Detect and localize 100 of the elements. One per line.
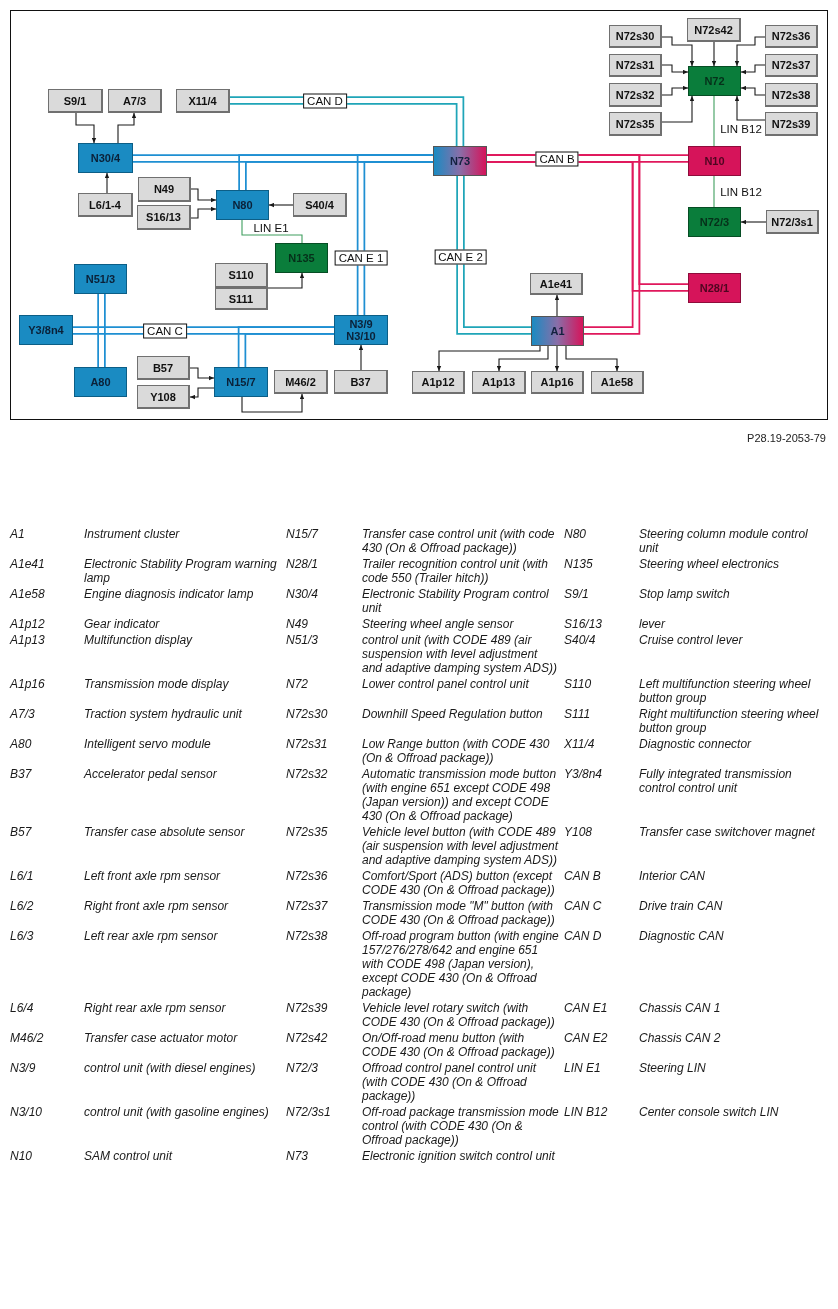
designation: A80 <box>8 737 33 753</box>
control-unit-box <box>275 243 328 273</box>
arrow <box>554 294 560 317</box>
designation: N72s30 <box>285 707 329 723</box>
description: Electronic ignition switch control unit <box>361 1149 556 1165</box>
component-box <box>334 370 388 394</box>
description: Diagnostic connector <box>638 737 753 753</box>
connector-line <box>241 219 303 244</box>
description: Transfer case control unit (with code 430 (On & Offroad package)) <box>361 527 556 557</box>
designation: A1e41 <box>8 557 46 573</box>
control-unit-box <box>688 146 741 176</box>
component-box <box>78 193 133 217</box>
description: Interior CAN <box>638 869 707 885</box>
component-label: N72s39 <box>771 117 811 130</box>
component-label: A1 <box>550 325 565 337</box>
description: Low Range button (with CODE 430 (On & Offroad package)) <box>361 737 551 767</box>
designation: N72 <box>285 677 309 693</box>
description: lever <box>638 617 667 633</box>
arrow <box>661 95 695 123</box>
designation: N72s37 <box>285 899 329 915</box>
description: Vehicle level button (with CODE 489 (air suspension with level adjustment and adaptive damping system ADS)) <box>361 825 560 869</box>
description: Electronic Stability Program warning lamp <box>83 557 278 587</box>
description: Intelligent servo module <box>83 737 212 753</box>
component-label: B37 <box>350 375 371 388</box>
arrow <box>711 41 717 67</box>
component-box <box>48 89 103 113</box>
designation: A1p12 <box>8 617 46 633</box>
designation: S16/13 <box>563 617 604 633</box>
control-unit-box <box>19 315 73 345</box>
component-label: A1p16 <box>540 376 574 388</box>
component-box <box>765 54 818 77</box>
description: Engine diagnosis indicator lamp <box>83 587 255 603</box>
edge-label: CAN E 1 <box>334 250 388 266</box>
component-box <box>609 112 662 136</box>
control-unit-box <box>216 190 269 220</box>
designation: N10 <box>9 1149 33 1165</box>
description: Gear indicator <box>83 617 161 633</box>
component-label: N72s31 <box>615 59 655 71</box>
designation: N72s36 <box>285 869 329 885</box>
designation: N72s32 <box>285 767 329 783</box>
designation: N72s35 <box>285 825 329 841</box>
control-unit-box <box>688 273 741 303</box>
component-box <box>765 83 818 107</box>
description: control unit (with gasoline engines) <box>83 1105 270 1121</box>
arrow <box>189 367 215 381</box>
component-label: N72s32 <box>615 88 655 101</box>
component-box <box>472 371 526 394</box>
designation: Y108 <box>563 825 594 841</box>
bus-line <box>487 154 641 335</box>
designation: L6/2 <box>9 899 35 915</box>
component-box <box>531 371 584 394</box>
description: SAM control unit <box>83 1149 174 1165</box>
component-label: Y108 <box>150 390 176 403</box>
component-box <box>530 273 583 295</box>
arrow <box>740 64 766 75</box>
edge-label: CAN D <box>303 93 347 108</box>
component-label: X11/4 <box>188 94 217 107</box>
designation: A1 <box>8 527 26 543</box>
component-label: N72/3 <box>699 216 730 228</box>
arrow <box>190 206 217 219</box>
description: Offroad control panel control unit (with CODE 430 (On & Offroad package)) <box>360 1061 538 1105</box>
designation: N135 <box>563 557 594 573</box>
designation: S110 <box>563 677 593 693</box>
component-box <box>137 356 190 380</box>
component-box <box>137 205 191 230</box>
description: Accelerator pedal sensor <box>82 767 218 783</box>
arrow <box>189 387 215 400</box>
description: Instrument cluster <box>83 527 181 543</box>
component-box <box>138 177 191 202</box>
designation: L6/4 <box>9 1001 35 1017</box>
control-unit-box <box>433 146 487 176</box>
arrow <box>661 85 689 96</box>
description: Vehicle level rotary switch (with CODE 430 (On & Offroad package)) <box>361 1001 556 1031</box>
component-label: S40/4 <box>305 198 334 211</box>
component-box <box>591 371 644 394</box>
connector-line <box>713 95 715 147</box>
designation: S9/1 <box>563 587 590 603</box>
designation: L6/1 <box>9 869 35 885</box>
component-box <box>765 112 818 136</box>
arrow <box>740 219 767 225</box>
component-label: N30/4 <box>90 152 121 164</box>
description: Chassis CAN 2 <box>638 1031 722 1047</box>
description: Chassis CAN 1 <box>638 1001 722 1017</box>
arrow <box>661 36 695 67</box>
designation: CAN D <box>563 929 603 945</box>
component-label: N28/1 <box>699 282 730 294</box>
designation: B57 <box>9 825 33 841</box>
description: Steering LIN <box>638 1061 707 1077</box>
control-unit-box <box>688 207 741 237</box>
control-unit-box <box>214 367 268 397</box>
component-label: A1e41 <box>539 277 573 290</box>
component-box <box>609 83 662 107</box>
description: Off-road package transmission mode control (with CODE 430 (On & Offroad package)) <box>361 1105 560 1149</box>
component-label: M46/2 <box>285 375 316 388</box>
designation: N80 <box>563 527 587 543</box>
description: Downhill Speed Regulation button <box>361 707 544 723</box>
figure-number: P28.19-2053-79 <box>747 432 826 445</box>
description: Right rear axle rpm sensor <box>83 1001 227 1017</box>
component-label: N73 <box>449 155 471 167</box>
description: Transfer case absolute sensor <box>83 825 246 841</box>
